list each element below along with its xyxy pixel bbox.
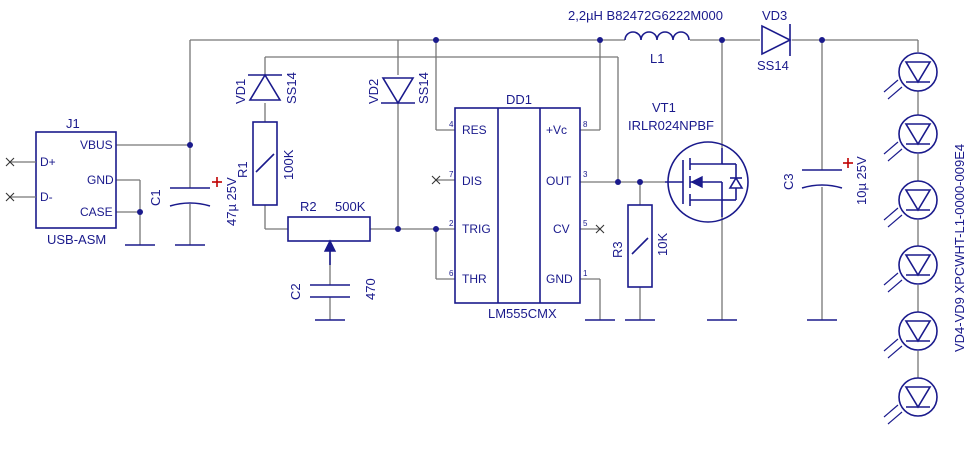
r2-ref: R2 bbox=[300, 199, 317, 214]
vd3-ref: VD3 bbox=[762, 8, 787, 23]
led-vd5 bbox=[883, 114, 938, 162]
inductor-l1: 2,2µH B82472G6222M000 L1 bbox=[568, 8, 723, 66]
led-string-label: VD4-VD9 XPCWHT-L1-0000-009E4 bbox=[952, 144, 967, 352]
capacitor-c1: C1 47µ 25V bbox=[148, 177, 239, 226]
capacitor-c2: C2 470 bbox=[288, 278, 378, 300]
r2-value: 500K bbox=[335, 199, 366, 214]
vt1-value: IRLR024NPBF bbox=[628, 118, 714, 133]
dd1-name: LM555CMX bbox=[488, 306, 557, 321]
dd1-ref: DD1 bbox=[506, 92, 532, 107]
dd1-pin-res: RES bbox=[462, 123, 487, 137]
r1-value: 100K bbox=[281, 149, 296, 180]
vd2-value: SS14 bbox=[416, 72, 431, 104]
c1-ref: C1 bbox=[148, 189, 163, 206]
r3-ref: R3 bbox=[610, 241, 625, 258]
dd1-pin-trig: TRIG bbox=[462, 222, 491, 236]
led-vd9 bbox=[883, 377, 938, 425]
led-vd4 bbox=[883, 52, 938, 100]
l1-ref: L1 bbox=[650, 51, 664, 66]
vd2-ref: VD2 bbox=[366, 79, 381, 104]
led-vd6 bbox=[883, 180, 938, 228]
dd1-pin-cv: CV bbox=[553, 222, 570, 236]
j1-pin-dplus: D+ bbox=[40, 155, 56, 169]
resistor-r3: R3 10K bbox=[610, 204, 670, 288]
resistor-r1: R1 100K bbox=[235, 121, 296, 206]
led-string: VD4-VD9 XPCWHT-L1-0000-009E4 bbox=[883, 52, 967, 425]
dd1-pin-vc: +Vc bbox=[546, 123, 567, 137]
j1-pin-gnd: GND bbox=[87, 173, 114, 187]
dd1-pin4-num: 4 bbox=[449, 120, 454, 129]
ic-dd1-lm555: DD1 LM555CMX RES DIS TRIG THR +Vc OUT CV… bbox=[431, 92, 605, 321]
j1-pin-dminus: D- bbox=[40, 190, 53, 204]
dd1-pin-thr: THR bbox=[462, 272, 487, 286]
wires bbox=[116, 39, 919, 378]
dd1-pin1-num: 1 bbox=[583, 269, 588, 278]
j1-ref: J1 bbox=[66, 116, 80, 131]
diode-vd1: VD1 SS14 bbox=[233, 72, 299, 104]
vd1-ref: VD1 bbox=[233, 79, 248, 104]
vd1-value: SS14 bbox=[284, 72, 299, 104]
dd1-pin3-num: 3 bbox=[583, 170, 588, 179]
potentiometer-r2: R2 500K bbox=[287, 199, 371, 265]
junction-dots bbox=[137, 37, 825, 232]
dd1-pin7-num: 7 bbox=[449, 170, 454, 179]
dd1-pin8-num: 8 bbox=[583, 120, 588, 129]
c3-ref: C3 bbox=[781, 173, 796, 190]
r1-ref: R1 bbox=[235, 161, 250, 178]
c2-value: 470 bbox=[363, 278, 378, 300]
dd1-pin-dis: DIS bbox=[462, 174, 482, 188]
capacitor-c3: C3 10µ 25V bbox=[781, 156, 869, 205]
dd1-pin5-num: 5 bbox=[583, 219, 588, 228]
j1-pin-vbus: VBUS bbox=[80, 138, 113, 152]
dd1-pin-out: OUT bbox=[546, 174, 572, 188]
diode-vd2: VD2 SS14 bbox=[366, 72, 431, 105]
r3-value: 10K bbox=[655, 233, 670, 256]
c2-ref: C2 bbox=[288, 283, 303, 300]
vd3-value: SS14 bbox=[757, 58, 789, 73]
diode-vd3: VD3 SS14 bbox=[757, 8, 792, 73]
dd1-pin6-num: 6 bbox=[449, 269, 454, 278]
mosfet-vt1: VT1 IRLR024NPBF bbox=[628, 100, 749, 223]
led-vd7 bbox=[883, 245, 938, 293]
c1-value: 47µ 25V bbox=[224, 177, 239, 226]
c3-value: 10µ 25V bbox=[854, 156, 869, 205]
j1-pin-case: CASE bbox=[80, 205, 113, 219]
dd1-pin2-num: 2 bbox=[449, 219, 454, 228]
usb-connector-j1: J1 USB-ASM VBUS D+ GND D- CASE bbox=[5, 116, 117, 247]
vt1-ref: VT1 bbox=[652, 100, 676, 115]
l1-value: 2,2µH B82472G6222M000 bbox=[568, 8, 723, 23]
led-vd8 bbox=[883, 311, 938, 359]
j1-name: USB-ASM bbox=[47, 232, 106, 247]
dd1-pin-gnd: GND bbox=[546, 272, 573, 286]
ground-symbols bbox=[125, 244, 837, 321]
